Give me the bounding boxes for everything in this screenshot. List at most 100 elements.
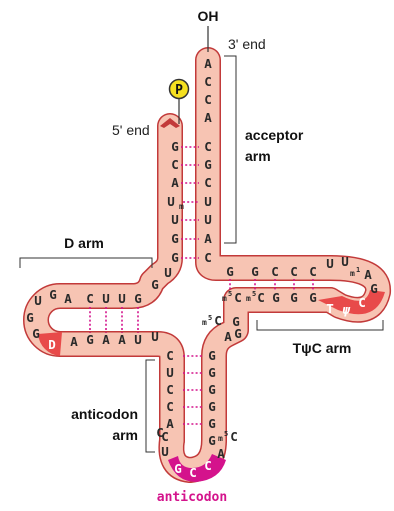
base: A bbox=[102, 332, 110, 347]
base: A bbox=[204, 231, 212, 246]
base: U bbox=[134, 332, 142, 347]
base-modifier: m bbox=[218, 434, 223, 443]
base: C bbox=[156, 425, 164, 440]
base-modifier: 5 bbox=[208, 314, 212, 322]
base: A bbox=[118, 332, 126, 347]
base: T bbox=[326, 301, 334, 316]
base: G bbox=[204, 157, 212, 172]
base: U bbox=[341, 254, 349, 269]
base: C bbox=[271, 264, 279, 279]
phosphate-label: P bbox=[175, 83, 183, 98]
base: A bbox=[204, 110, 212, 125]
three-prime-end-label: 3' end bbox=[228, 36, 266, 52]
base: C bbox=[358, 295, 366, 310]
base: C bbox=[290, 264, 298, 279]
base: A bbox=[224, 329, 232, 344]
base: G bbox=[208, 382, 216, 397]
base: A bbox=[217, 446, 225, 461]
base: U bbox=[151, 329, 159, 344]
base: U bbox=[102, 291, 110, 306]
acceptor-3prime-strand: A C C A C G C U U A C bbox=[204, 56, 212, 265]
base-modifier: 1 bbox=[356, 266, 360, 274]
base: G bbox=[26, 310, 34, 325]
base-modifier: 5 bbox=[252, 290, 256, 298]
base: G bbox=[208, 416, 216, 431]
base: G bbox=[134, 291, 142, 306]
base: C bbox=[86, 291, 94, 306]
base: G bbox=[171, 139, 179, 154]
base: U bbox=[118, 291, 126, 306]
base: G bbox=[290, 290, 298, 305]
base: D bbox=[48, 337, 56, 352]
base: U bbox=[204, 212, 212, 227]
base: G bbox=[208, 433, 216, 448]
base: C bbox=[230, 429, 238, 444]
base: G bbox=[171, 231, 179, 246]
base: C bbox=[204, 92, 212, 107]
base: G bbox=[208, 348, 216, 363]
base: G bbox=[32, 326, 40, 341]
base: U bbox=[326, 256, 334, 271]
d-arm-bracket bbox=[20, 258, 152, 268]
base-modifier: m bbox=[179, 202, 184, 211]
base: C bbox=[204, 74, 212, 89]
base: C bbox=[171, 157, 179, 172]
base: A bbox=[64, 291, 72, 306]
five-prime-end-label: 5' end bbox=[112, 122, 150, 138]
base: C bbox=[257, 290, 265, 305]
anticodon-base: C bbox=[204, 458, 212, 473]
base: U bbox=[161, 444, 169, 459]
base-modifier: 5 bbox=[224, 430, 228, 438]
acceptor-arm-label-1: acceptor bbox=[245, 127, 304, 143]
base: G bbox=[208, 365, 216, 380]
base-modifier: m bbox=[222, 294, 227, 303]
base: C bbox=[166, 399, 174, 414]
base-modifier: m bbox=[350, 269, 355, 278]
base: G bbox=[309, 290, 317, 305]
base: G bbox=[272, 290, 280, 305]
base-modifier: 5 bbox=[228, 290, 232, 298]
anticodon-label: anticodon bbox=[157, 490, 227, 505]
base-modifier: m bbox=[246, 294, 251, 303]
base: U bbox=[34, 293, 42, 308]
anticodon-base: G bbox=[174, 461, 182, 476]
anticodon-base: C bbox=[189, 465, 197, 480]
base: C bbox=[214, 313, 222, 328]
base: U bbox=[166, 365, 174, 380]
base: G bbox=[208, 399, 216, 414]
acceptor-bracket bbox=[224, 56, 236, 243]
base: A bbox=[364, 267, 372, 282]
base: A bbox=[70, 334, 78, 349]
base: U bbox=[204, 194, 212, 209]
base: G bbox=[151, 277, 159, 292]
d-arm-label: D arm bbox=[64, 235, 104, 251]
base: G bbox=[370, 281, 378, 296]
acceptor-arm-label-2: arm bbox=[245, 148, 271, 164]
oh-label: OH bbox=[198, 8, 219, 24]
base: G bbox=[86, 332, 94, 347]
anticodon-arm-label-2: arm bbox=[112, 427, 138, 443]
base: C bbox=[166, 348, 174, 363]
base: C bbox=[204, 175, 212, 190]
base: C bbox=[166, 382, 174, 397]
tpsic-arm-label: TψC arm bbox=[293, 340, 352, 356]
base: G bbox=[226, 264, 234, 279]
base: G bbox=[251, 264, 259, 279]
base: C bbox=[234, 290, 242, 305]
base: U bbox=[171, 212, 179, 227]
base: G bbox=[234, 326, 242, 341]
anticodon-arm-label-1: anticodon bbox=[71, 406, 138, 422]
base: C bbox=[309, 264, 317, 279]
base: G bbox=[171, 250, 179, 265]
base: C bbox=[204, 139, 212, 154]
base: A bbox=[204, 56, 212, 71]
base: C bbox=[204, 250, 212, 265]
base: U bbox=[167, 194, 175, 209]
base: G bbox=[49, 287, 57, 302]
base: U bbox=[164, 265, 172, 280]
anticodon-bracket bbox=[146, 360, 155, 452]
base: A bbox=[171, 175, 179, 190]
base-modifier: m bbox=[202, 318, 207, 327]
